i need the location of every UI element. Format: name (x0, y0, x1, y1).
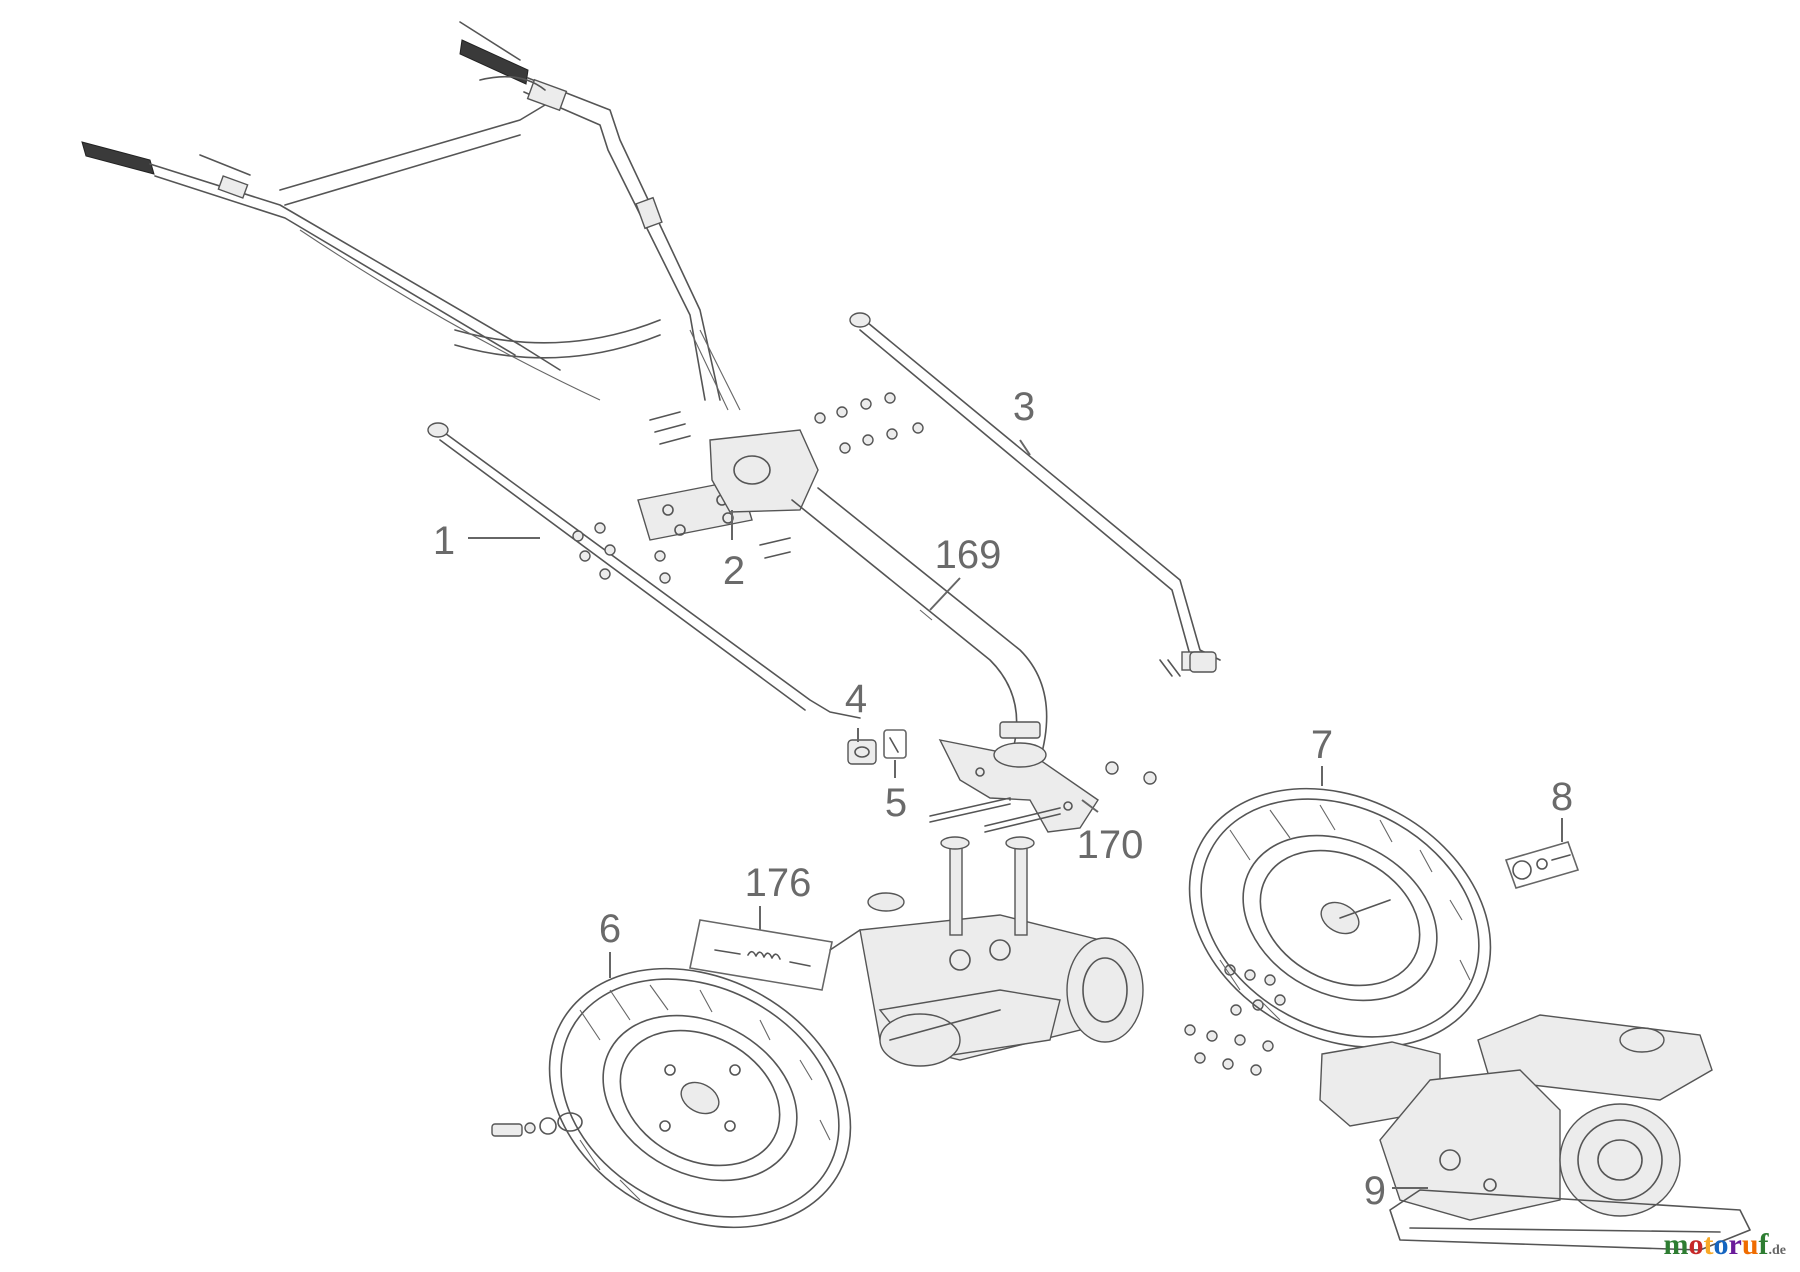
split-pin (1159, 659, 1181, 677)
clamp-block (709, 429, 819, 513)
part-6-left-wheel (491, 967, 852, 1229)
part-8-hub-kit (1504, 841, 1580, 889)
part-9-engine (1319, 1014, 1751, 1251)
leader-169 (929, 577, 961, 611)
handlebar-assembly (81, 21, 741, 411)
gearbox-hardware (1184, 964, 1286, 1076)
callout-1: 1 (433, 519, 455, 563)
callout-5: 5 (885, 781, 907, 825)
callout-6: 6 (599, 907, 621, 951)
callout-7: 7 (1311, 723, 1333, 767)
watermark-suffix: .de (1768, 1243, 1787, 1258)
leader-170 (1081, 799, 1099, 813)
part-7-right-wheel (1188, 787, 1492, 1049)
watermark-letter: r (1728, 1228, 1742, 1261)
callout-9: 9 (1364, 1169, 1386, 1213)
leader-3 (1019, 439, 1031, 456)
left-handle-grip (81, 141, 155, 175)
watermark-letter: f (1758, 1228, 1769, 1261)
callout-4: 4 (845, 677, 867, 721)
fastener-hardware (572, 392, 924, 584)
motoruf-watermark-logo: motoruf.de (1663, 1228, 1786, 1262)
watermark-text: motoruf (1663, 1228, 1768, 1261)
callout-2: 2 (723, 549, 745, 593)
gearbox-housing (829, 836, 1144, 1067)
part-4-bushing (847, 739, 877, 765)
callout-170: 170 (1077, 823, 1144, 867)
watermark-letter: o (1713, 1228, 1729, 1261)
right-handle-grip (459, 39, 529, 85)
part-176-spring-kit (689, 919, 833, 991)
callout-176: 176 (745, 861, 812, 905)
callout-169: 169 (935, 533, 1002, 577)
part-5-clip (883, 729, 907, 759)
leader-lines (468, 439, 1563, 1189)
rod-bushing (1189, 651, 1217, 673)
watermark-letter: u (1741, 1228, 1759, 1261)
watermark-letter: m (1663, 1228, 1689, 1261)
watermark-letter: t (1703, 1228, 1714, 1261)
long-bolts (929, 797, 1061, 833)
callout-3: 3 (1013, 385, 1035, 429)
callout-8: 8 (1551, 775, 1573, 819)
part-170-base-bracket (938, 721, 1157, 833)
part-1-left-rod (427, 422, 861, 719)
callout-numbers: 1 2 3 169 4 5 7 8 170 176 6 9 (433, 385, 1573, 1213)
part-3-right-rod (849, 312, 1221, 671)
watermark-letter: o (1688, 1228, 1704, 1261)
